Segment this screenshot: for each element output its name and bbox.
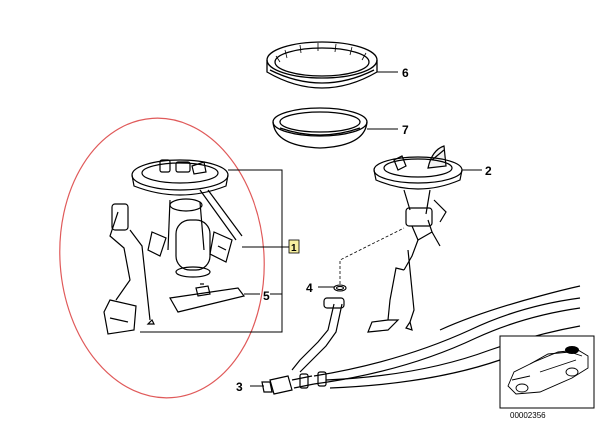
assembly-bracket <box>140 169 283 333</box>
callout-6[interactable]: 6 <box>402 66 409 80</box>
leader-line-4-dashed <box>339 227 405 284</box>
part-5-filter-strainer[interactable] <box>169 283 246 313</box>
part-4-o-ring[interactable] <box>333 284 347 292</box>
callout-7[interactable]: 7 <box>402 123 409 137</box>
car-silhouette-icon <box>507 349 589 395</box>
callout-1[interactable]: 1 <box>291 243 297 254</box>
tank-location-marker <box>565 346 579 354</box>
callout-4[interactable]: 4 <box>306 281 313 295</box>
part-6-lock-ring[interactable] <box>266 41 378 92</box>
vehicle-location-inset <box>499 335 595 409</box>
callout-5[interactable]: 5 <box>263 289 270 303</box>
callout-2[interactable]: 2 <box>485 164 492 178</box>
highlight-ellipse <box>59 117 265 399</box>
callout-3[interactable]: 3 <box>236 380 243 394</box>
part-2-sender-flange[interactable] <box>367 145 463 333</box>
callout-1-highlight-box <box>288 239 300 254</box>
part-1-fuel-pump-assembly[interactable] <box>103 159 243 335</box>
reference-code: 00002356 <box>510 411 546 420</box>
part-7-gasket-ring[interactable] <box>272 107 368 149</box>
